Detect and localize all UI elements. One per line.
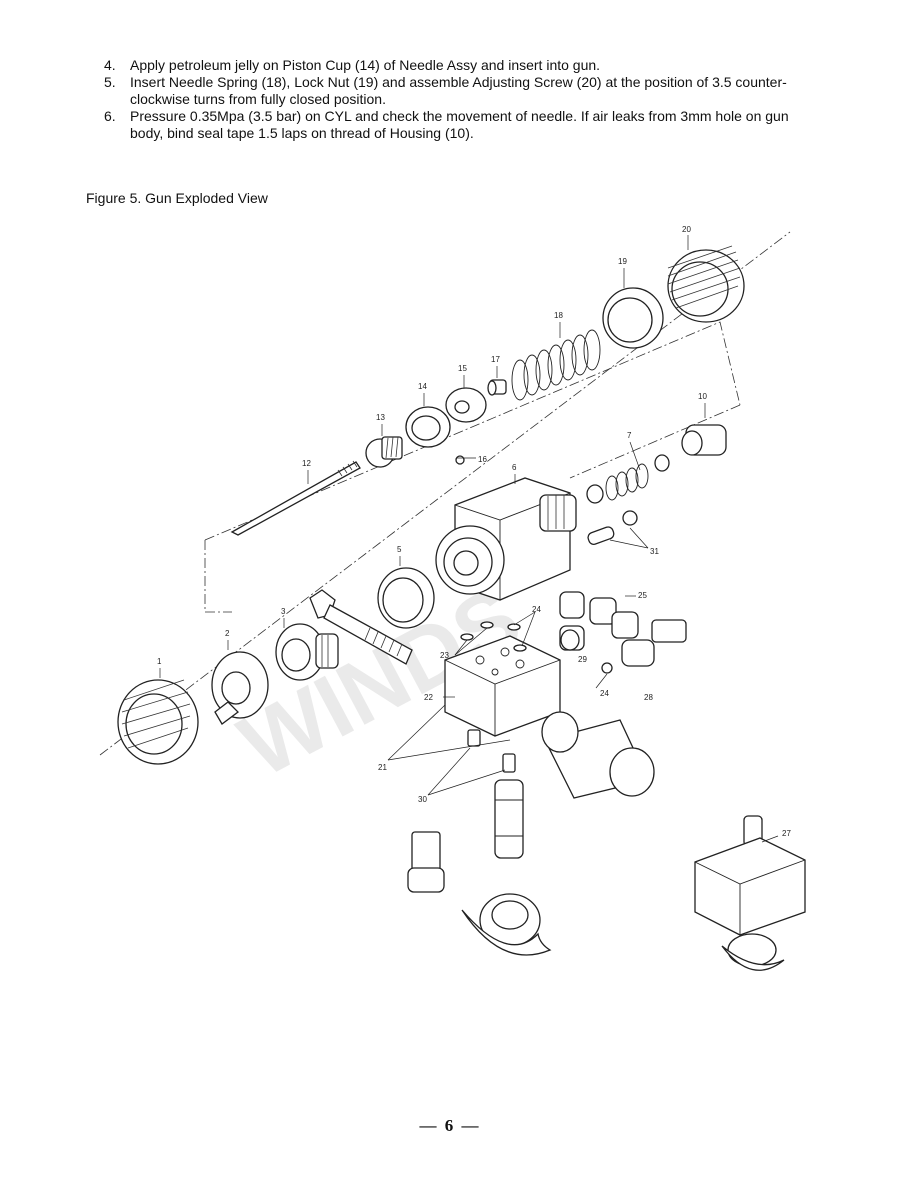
part-31-pins bbox=[587, 510, 638, 545]
group-outline-right bbox=[569, 404, 741, 479]
part-3-air-cap-body bbox=[275, 623, 339, 681]
label-17: 17 bbox=[491, 355, 500, 364]
label-6: 6 bbox=[512, 463, 517, 472]
part-7-valve-assembly bbox=[586, 454, 670, 504]
label-25: 25 bbox=[638, 591, 647, 600]
part-16-small-ring bbox=[455, 455, 465, 465]
group-outline-left bbox=[204, 540, 232, 613]
label-15: 15 bbox=[458, 364, 467, 373]
step-text: Insert Needle Spring (18), Lock Nut (19)… bbox=[130, 74, 787, 107]
part-2-nozzle bbox=[211, 651, 269, 725]
leader-lines bbox=[159, 235, 779, 843]
part-12-needle bbox=[230, 460, 361, 536]
part-10-housing bbox=[681, 424, 727, 456]
part-29-plug bbox=[560, 629, 580, 651]
part-6-gun-body bbox=[435, 477, 577, 601]
part-27-inset-assembly bbox=[694, 815, 806, 971]
label-16: 16 bbox=[478, 455, 487, 464]
page-number: — 6 — bbox=[419, 1116, 481, 1135]
label-24-lower: 24 bbox=[600, 689, 609, 698]
label-23: 23 bbox=[440, 651, 449, 660]
label-13: 13 bbox=[376, 413, 385, 422]
group-outline-top bbox=[204, 321, 741, 541]
figure-caption: Figure 5. Gun Exploded View bbox=[86, 190, 268, 206]
label-5: 5 bbox=[397, 545, 402, 554]
part-20-adjusting-screw bbox=[667, 245, 745, 323]
step-5: 5. Insert Needle Spring (18), Lock Nut (… bbox=[104, 74, 824, 108]
step-number: 4. bbox=[104, 57, 116, 73]
step-number: 5. bbox=[104, 74, 116, 90]
label-31: 31 bbox=[650, 547, 659, 556]
label-19: 19 bbox=[618, 257, 627, 266]
cap-screw bbox=[407, 831, 445, 893]
part-18-needle-spring bbox=[511, 329, 601, 401]
part-labels: 1 2 3 5 6 7 10 12 13 14 15 16 17 18 19 2… bbox=[157, 225, 791, 838]
part-14-piston-cup bbox=[405, 406, 451, 448]
part-30-set-screws bbox=[467, 729, 516, 773]
step-number: 6. bbox=[104, 108, 116, 124]
valve-stem bbox=[494, 779, 524, 859]
assembly-steps: 4. Apply petroleum jelly on Piston Cup (… bbox=[104, 57, 824, 142]
label-18: 18 bbox=[554, 311, 563, 320]
step-text: Apply petroleum jelly on Piston Cup (14)… bbox=[130, 57, 601, 73]
label-24-upper: 24 bbox=[532, 605, 541, 614]
part-28-connector bbox=[601, 619, 687, 674]
label-28: 28 bbox=[644, 693, 653, 702]
label-21: 21 bbox=[378, 763, 387, 772]
label-27: 27 bbox=[782, 829, 791, 838]
label-12: 12 bbox=[302, 459, 311, 468]
handle-cylinder bbox=[541, 711, 655, 799]
label-7: 7 bbox=[627, 431, 632, 440]
part-17-bushing bbox=[487, 379, 507, 396]
label-14: 14 bbox=[418, 382, 427, 391]
step-text: Pressure 0.35Mpa (3.5 bar) on CYL and ch… bbox=[130, 108, 789, 141]
label-30: 30 bbox=[418, 795, 427, 804]
label-1: 1 bbox=[157, 657, 162, 666]
exploded-view-diagram: WINDS bbox=[99, 225, 806, 971]
label-20: 20 bbox=[682, 225, 691, 234]
label-29: 29 bbox=[578, 655, 587, 664]
part-1-air-cap-ring bbox=[117, 679, 199, 765]
trigger-clamp bbox=[461, 893, 552, 956]
step-4: 4. Apply petroleum jelly on Piston Cup (… bbox=[104, 57, 824, 74]
label-2: 2 bbox=[225, 629, 230, 638]
part-21-bolt bbox=[309, 589, 413, 665]
part-5-nozzle-ring bbox=[377, 567, 435, 629]
label-22: 22 bbox=[424, 693, 433, 702]
center-axis bbox=[99, 231, 791, 756]
part-19-lock-nut bbox=[602, 287, 664, 349]
label-3: 3 bbox=[281, 607, 286, 616]
part-13-needle-stop bbox=[365, 436, 403, 468]
label-10: 10 bbox=[698, 392, 707, 401]
step-6: 6. Pressure 0.35Mpa (3.5 bar) on CYL and… bbox=[104, 108, 824, 142]
part-15-washer bbox=[445, 387, 487, 423]
part-23-o-rings bbox=[460, 621, 527, 652]
